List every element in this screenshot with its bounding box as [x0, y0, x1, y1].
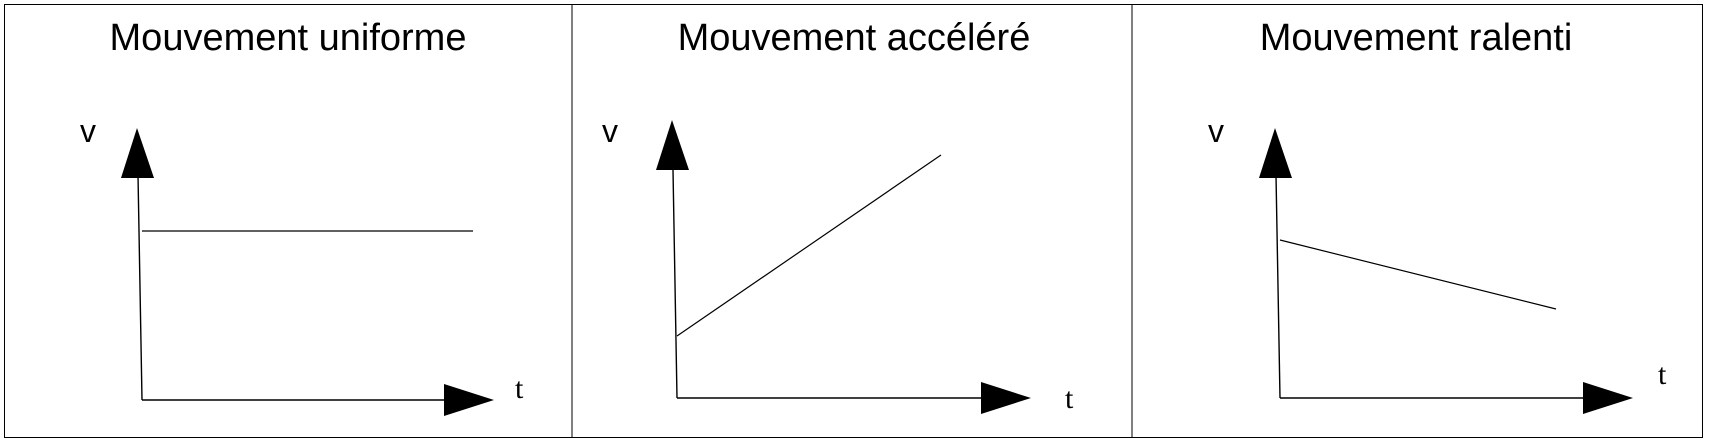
panel-title: Mouvement ralenti	[1260, 17, 1573, 59]
x-axis-label: t	[515, 372, 524, 405]
y-axis-label: v	[602, 113, 618, 149]
velocity-line	[1279, 239, 1557, 310]
y-axis-arrowhead	[121, 128, 154, 178]
x-axis-arrowhead	[444, 384, 494, 416]
y-axis-label: v	[80, 113, 96, 149]
figure-frame	[4, 4, 1703, 438]
panel-title: Mouvement uniforme	[110, 17, 467, 59]
y-axis	[672, 169, 678, 399]
y-axis-arrowhead	[656, 120, 689, 170]
x-axis-arrowhead	[981, 382, 1031, 414]
panel-uniform: Mouvement uniforme v t	[80, 17, 524, 416]
panel-decelerated: Mouvement ralenti v t	[1208, 17, 1667, 414]
velocity-line	[676, 154, 942, 337]
y-axis	[1275, 174, 1281, 399]
panel-accelerated: Mouvement accéléré v t	[602, 17, 1074, 415]
panel-title: Mouvement accéléré	[678, 17, 1031, 59]
x-axis-arrowhead	[1583, 382, 1633, 414]
y-axis	[137, 174, 143, 401]
y-axis-label: v	[1208, 113, 1224, 149]
y-axis-arrowhead	[1259, 128, 1292, 178]
x-axis-label: t	[1065, 382, 1074, 415]
x-axis-label: t	[1658, 358, 1667, 391]
